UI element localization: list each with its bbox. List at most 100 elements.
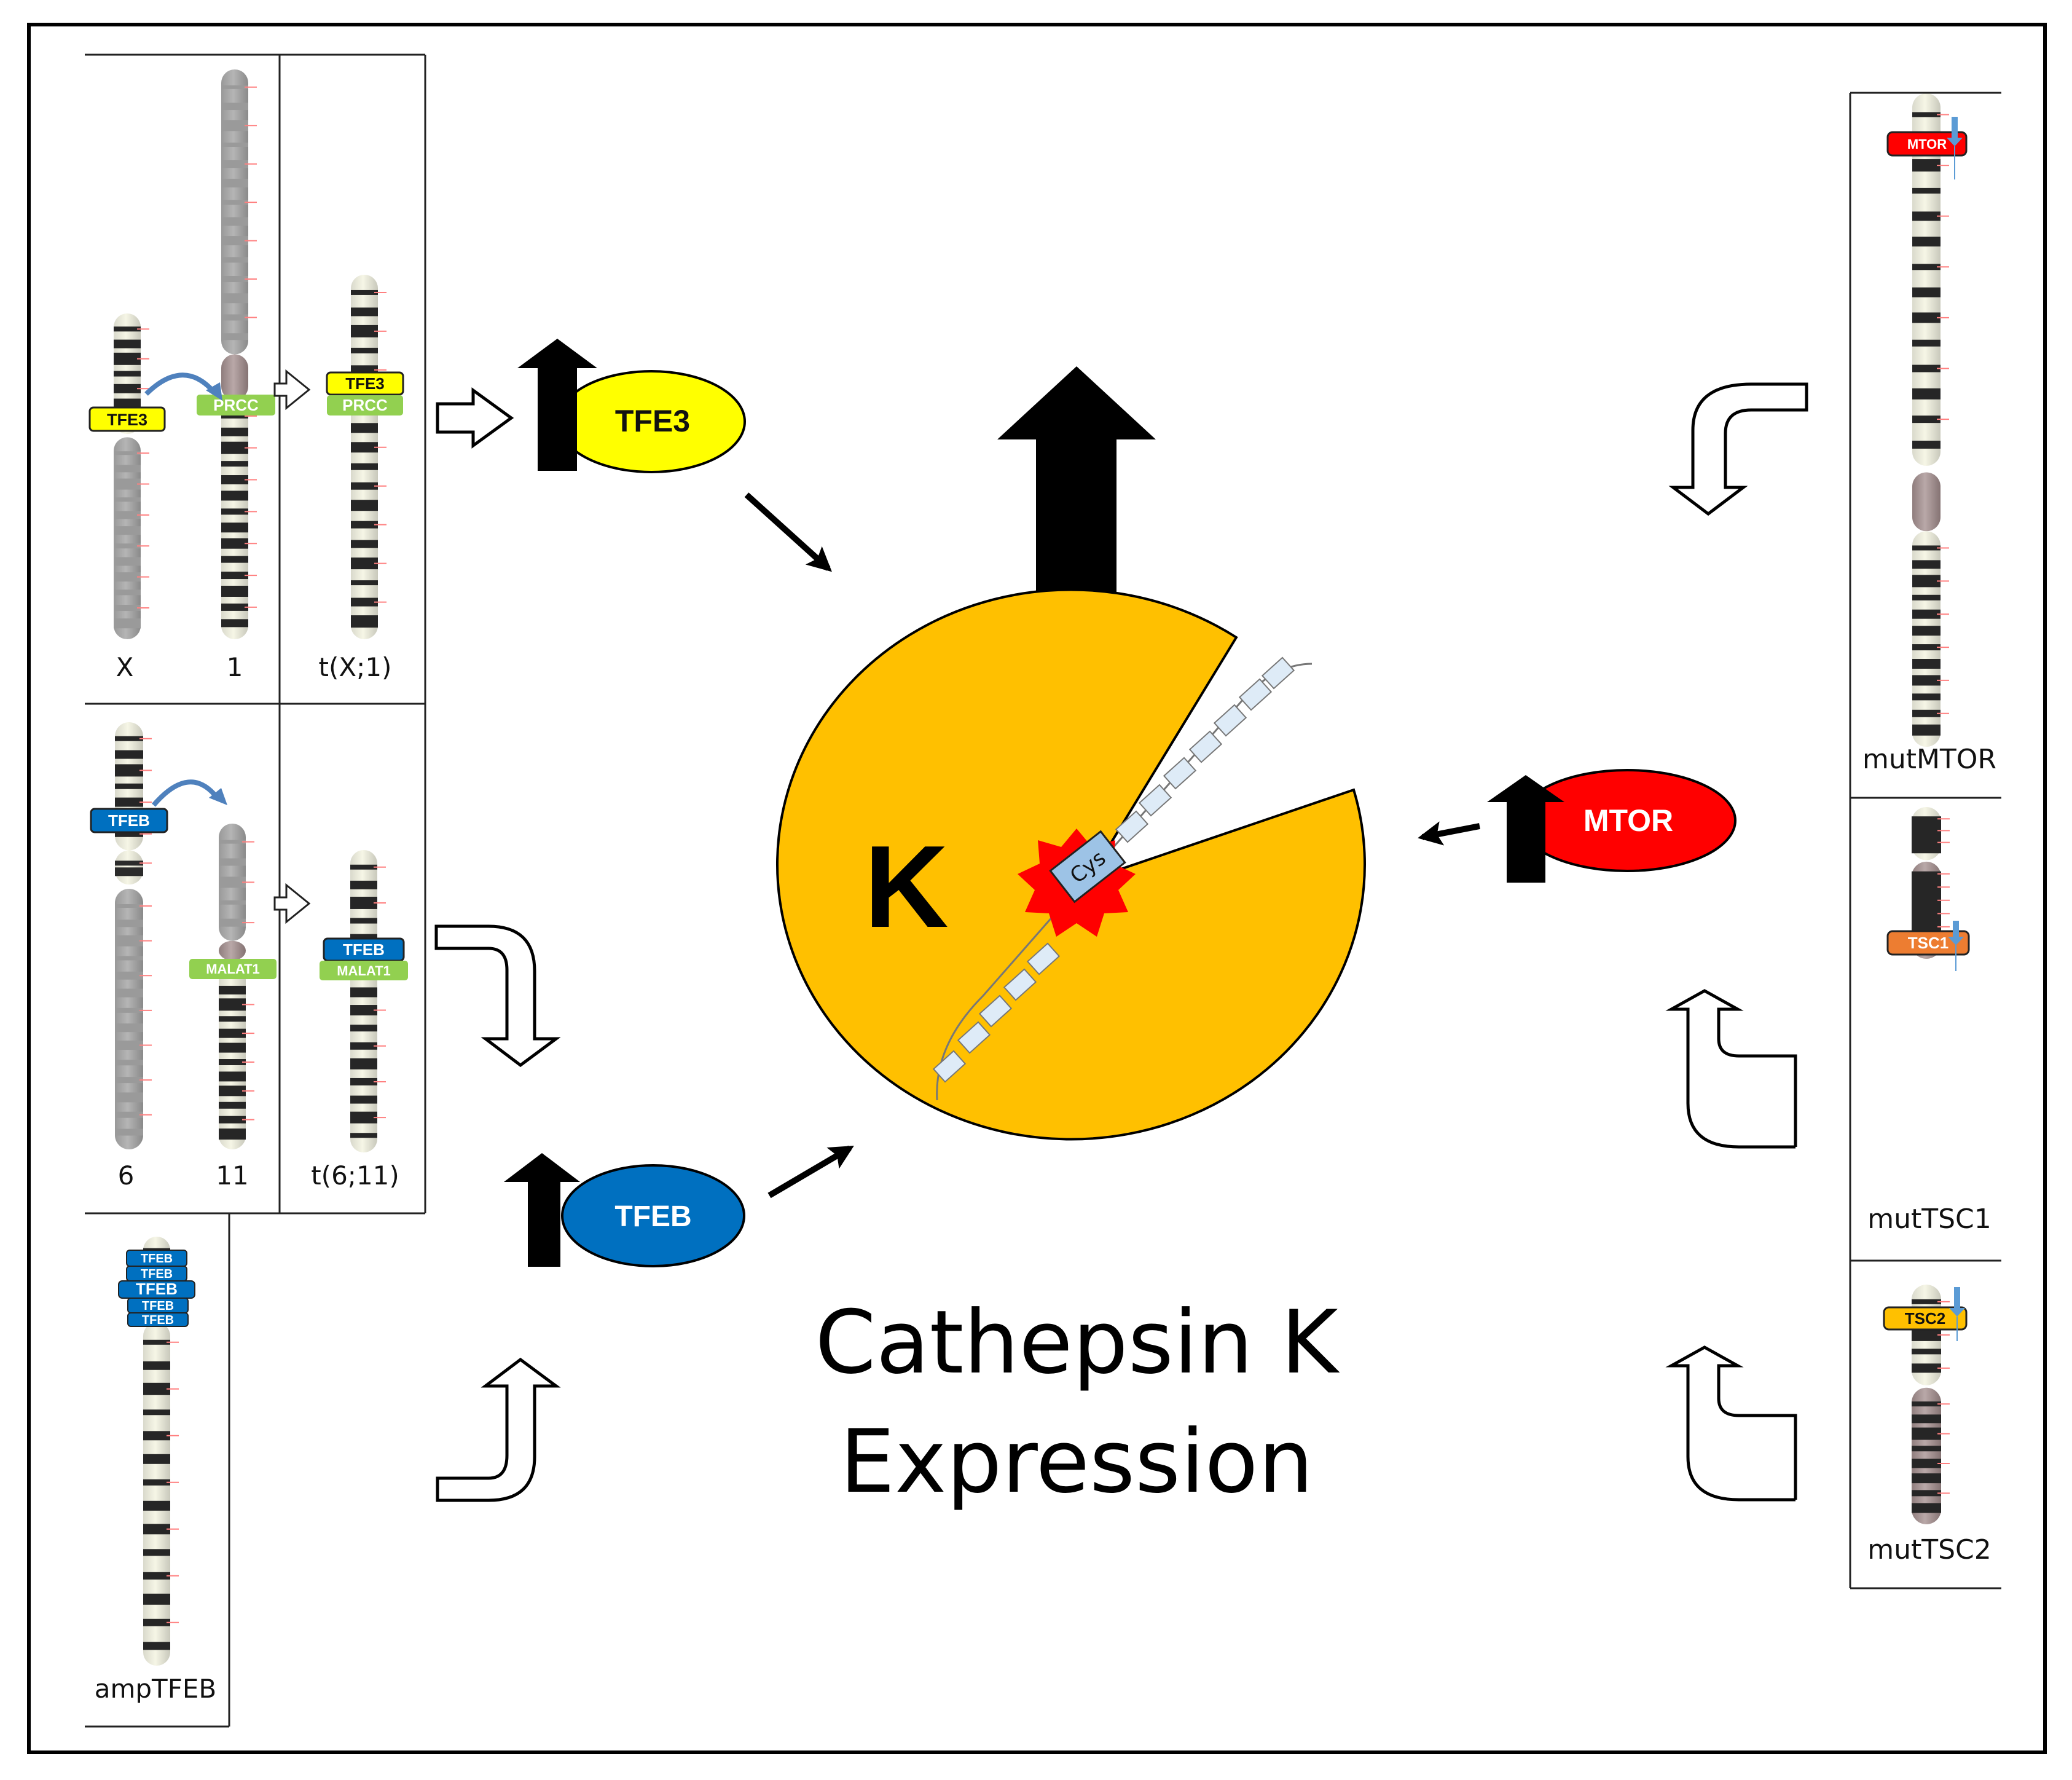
chromosome-arm [115, 889, 143, 1149]
panel-label-mut-mtor: mutMTOR [1862, 744, 1996, 775]
chromosome-band [351, 442, 378, 453]
title-line-2: Expression [840, 1411, 1314, 1513]
chromosome-band [351, 557, 378, 570]
svg-text:TFE3: TFE3 [345, 374, 385, 393]
chromosome-band [115, 1092, 143, 1103]
chromosome-band [350, 1133, 377, 1138]
chromosome-band [1912, 675, 1941, 686]
chromosome-band [1912, 312, 1941, 323]
chromosome-arm [1912, 93, 1941, 466]
chromosome-band [114, 398, 141, 409]
panel-label-mut-tsc2: mutTSC2 [1867, 1534, 1992, 1565]
title-line-1: Cathepsin K [815, 1292, 1340, 1393]
gene-tag-amp-tfeb-5: TFEB [127, 1312, 189, 1327]
chromosome-band [221, 585, 248, 597]
chromosome-band [221, 236, 248, 246]
gene-tag-malat1-11: MALAT1 [189, 959, 277, 979]
chromosome-band [219, 985, 246, 994]
mutation-arrow-mtor [1947, 117, 1963, 179]
chromosome-band [143, 1572, 170, 1580]
chromosome-band [221, 200, 248, 205]
chromosome-band [221, 461, 248, 467]
chromosome-band [1912, 724, 1941, 736]
expression-up-arrow-icon [997, 366, 1156, 599]
chromosome-label-1: 1 [227, 652, 243, 682]
up-arrow-mtor-icon [1487, 775, 1564, 883]
svg-text:TFEB: TFEB [343, 940, 385, 959]
bent-arrow-down-from-mtor [1668, 382, 1808, 516]
peptide-chain [932, 656, 1295, 1083]
chromosome-band [143, 1549, 170, 1556]
arrow-tfeb-to-enzyme [767, 1145, 854, 1199]
gene-tag-amp-tfeb-4: TFEB [127, 1298, 189, 1313]
chromosome-band [1912, 264, 1941, 270]
chromosome-band [114, 589, 141, 596]
chromosome-band [143, 1409, 170, 1416]
gene-tag-stack-amp-tfeb: TFEB TFEB TFEB TFEB TFEB [118, 1250, 195, 1327]
peptide-residue [1138, 784, 1172, 817]
chromosome-band [1912, 1349, 1941, 1355]
chromosome-t-x-1 [351, 275, 387, 639]
chromosome-band [114, 572, 141, 582]
chromosome-band [1912, 560, 1941, 569]
gene-tag-prcc-1: PRCC [197, 395, 275, 415]
chromosome-band [1912, 881, 1941, 894]
tfeb-label: TFEB [614, 1200, 691, 1233]
chromosome-band [350, 1005, 377, 1016]
chromosome-band [350, 1111, 377, 1124]
chromosome-band [351, 540, 378, 548]
chromosome-band [1912, 816, 1941, 822]
gene-tag-amp-tfeb-3: TFEB [118, 1280, 195, 1299]
chromosome-band [221, 441, 248, 454]
mtor-factor: MTOR [1487, 769, 1736, 883]
chromosome-band [219, 858, 246, 866]
up-arrow-tfe3-icon [517, 339, 597, 471]
chromosome-band [1912, 187, 1941, 194]
chromosome-band [143, 1618, 170, 1626]
chromosome-band [1912, 609, 1941, 619]
chromosome-mut-mtor [1912, 93, 1949, 747]
peptide-residue [1115, 810, 1149, 843]
chromosome-band [1912, 339, 1941, 347]
chromosome-label-11: 11 [216, 1160, 248, 1191]
chromosome-band [1912, 1473, 1941, 1484]
chromosome-band [219, 1028, 246, 1038]
peptide-residue [1188, 730, 1223, 763]
chromosome-band [143, 1454, 170, 1464]
chromosome-band [1912, 1328, 1941, 1341]
chromosome-band [351, 307, 378, 317]
arrow-tfe3-to-enzyme [744, 492, 832, 572]
panel-label-mut-tsc1: mutTSC1 [1867, 1203, 1992, 1235]
chromosome-arm [1912, 472, 1941, 532]
chromosome-6 [115, 722, 152, 1149]
arrow-mtor-to-enzyme [1418, 821, 1480, 846]
chromosome-band [1912, 921, 1941, 932]
chromosome-band [219, 1016, 246, 1022]
chromosome-band [350, 1077, 377, 1085]
chromosome-band [1912, 211, 1941, 221]
mutation-arrow-tsc1 [1948, 921, 1964, 971]
chromosome-band [350, 1095, 377, 1104]
bent-arrow-up-from-tsc2 [1665, 1345, 1797, 1502]
chromosome-band [114, 543, 141, 549]
chromosome-1 [221, 69, 257, 639]
chromosome-band [221, 160, 248, 168]
peptide-residue [1026, 942, 1061, 975]
chromosome-band [1912, 287, 1941, 297]
chromosome-band [221, 178, 248, 187]
chromosome-band [1912, 693, 1941, 701]
chromosome-band [143, 1524, 170, 1535]
chromosome-band [351, 463, 378, 470]
chromosome-band [143, 1382, 170, 1395]
chromosome-band [143, 1500, 170, 1511]
chromosome-band [221, 619, 248, 628]
chromosome-band [219, 1071, 246, 1082]
chromosome-band [221, 85, 248, 89]
chromosome-band [1912, 709, 1941, 717]
peptide-residue [957, 1021, 991, 1054]
chromosome-band [115, 783, 143, 789]
chromosome-band [114, 497, 141, 502]
chromosome-band [221, 257, 248, 263]
chromosome-band [115, 1007, 143, 1013]
